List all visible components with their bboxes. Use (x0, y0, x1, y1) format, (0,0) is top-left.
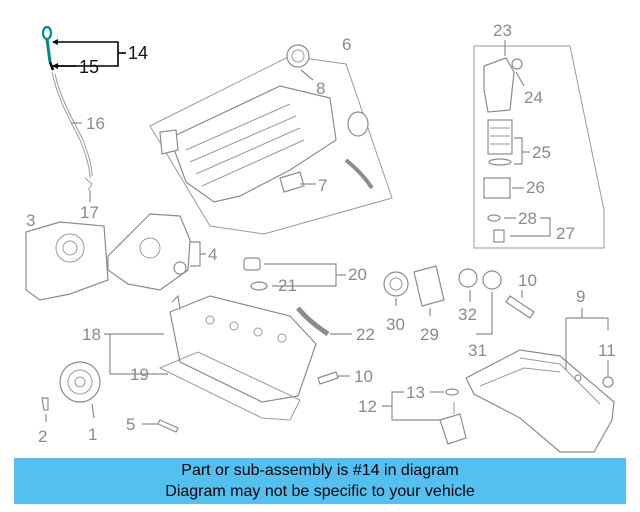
oil-pan[interactable] (465, 349, 615, 453)
callout-1[interactable]: 1 (88, 425, 97, 444)
callout-9[interactable]: 9 (576, 287, 585, 306)
callout-12[interactable]: 12 (358, 397, 377, 416)
callout-19[interactable]: 19 (130, 365, 149, 384)
callout-28[interactable]: 28 (518, 209, 537, 228)
parts-diagram: 14 15 16 17 3 4 8 6 7 23 24 25 26 28 27 (25, 21, 616, 453)
callout-3[interactable]: 3 (26, 211, 35, 230)
drain-plug[interactable] (602, 376, 614, 388)
info-banner: Part or sub-assembly is #14 in diagram D… (14, 458, 626, 504)
callout-29[interactable]: 29 (420, 325, 439, 344)
callout-17[interactable]: 17 (80, 203, 99, 222)
callout-2[interactable]: 2 (38, 427, 47, 446)
drain-plug-washer[interactable] (574, 374, 582, 382)
callout-32[interactable]: 32 (458, 305, 477, 324)
oil-filter-element[interactable] (487, 119, 513, 155)
callout-15[interactable]: 15 (79, 57, 99, 77)
banner-line-1: Part or sub-assembly is #14 in diagram (181, 462, 459, 479)
front-cover[interactable] (107, 213, 191, 291)
o-ring[interactable] (250, 281, 268, 291)
plug[interactable] (243, 257, 261, 271)
cooler-seal[interactable] (383, 271, 409, 297)
pulley-bolt[interactable] (41, 397, 49, 411)
callout-25[interactable]: 25 (532, 143, 551, 162)
timing-cover[interactable] (25, 221, 109, 301)
sensor-seal[interactable] (445, 388, 459, 396)
callout-6[interactable]: 6 (342, 35, 351, 54)
callout-24[interactable]: 24 (524, 88, 543, 107)
stud[interactable] (157, 419, 179, 433)
callout-11[interactable]: 11 (598, 341, 616, 360)
oil-filter-group-outline (473, 45, 605, 249)
pcv-hose[interactable] (344, 158, 374, 190)
crankshaft-pulley[interactable] (59, 361, 101, 403)
callout-22[interactable]: 22 (356, 325, 375, 344)
intake-o-ring[interactable] (347, 111, 369, 137)
callout-27[interactable]: 27 (556, 224, 575, 243)
callout-21[interactable]: 21 (278, 276, 297, 295)
oil-filter-housing[interactable] (483, 57, 515, 113)
callout-20[interactable]: 20 (348, 265, 367, 284)
oil-level-sensor[interactable] (439, 413, 467, 445)
callout-31[interactable]: 31 (468, 341, 487, 360)
throttle-gasket[interactable] (286, 44, 310, 68)
callout-26[interactable]: 26 (526, 178, 545, 197)
dipstick-assembly[interactable] (41, 25, 93, 179)
callout-10-upper[interactable]: 10 (518, 271, 537, 290)
callout-30[interactable]: 30 (386, 315, 405, 334)
intake-manifold[interactable] (169, 85, 337, 203)
oil-cooler[interactable] (413, 265, 445, 307)
callout-13[interactable]: 13 (406, 383, 425, 402)
bolt[interactable] (317, 371, 339, 385)
callout-4[interactable]: 4 (208, 245, 217, 264)
manifold-sensor[interactable] (279, 171, 305, 193)
callout-7[interactable]: 7 (318, 176, 327, 195)
callout-5[interactable]: 5 (126, 415, 135, 434)
valve-cover[interactable] (169, 295, 317, 403)
callout-18[interactable]: 18 (82, 325, 101, 344)
callout-16[interactable]: 16 (86, 114, 105, 133)
seal-ring[interactable] (458, 268, 478, 288)
callout-8[interactable]: 8 (316, 79, 325, 98)
pcv-valve[interactable] (296, 306, 330, 337)
sensor[interactable] (505, 295, 535, 319)
oil-filter-cap[interactable] (483, 177, 511, 199)
banner-line-2: Diagram may not be specific to your vehi… (165, 483, 475, 500)
valve-cover-gasket[interactable] (158, 351, 301, 421)
dipstick-tube-clip (84, 177, 93, 191)
callout-23[interactable]: 23 (493, 21, 512, 40)
callout-10-lower[interactable]: 10 (354, 367, 373, 386)
callout-14-leader (58, 41, 119, 67)
callout-14[interactable]: 14 (128, 43, 148, 63)
